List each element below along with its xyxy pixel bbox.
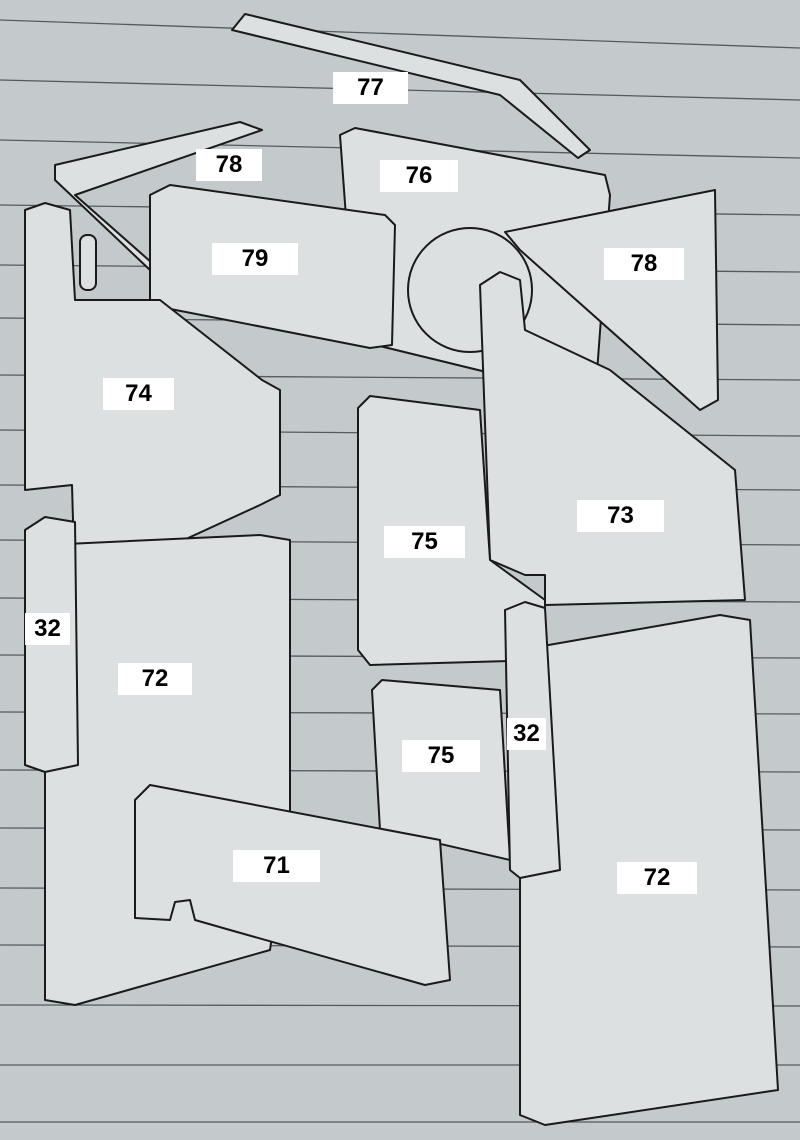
slot [79,234,97,291]
label-part-75-upper: 75 [384,526,465,558]
label-part-72-left: 72 [118,663,192,695]
label-part-78-right: 78 [604,248,684,280]
label-part-78-left: 78 [196,149,262,181]
label-part-72-right: 72 [617,862,697,894]
label-part-76: 76 [380,160,458,192]
label-part-71: 71 [233,850,320,882]
panel-71 [134,784,451,986]
label-part-77: 77 [333,72,408,104]
label-part-75-lower: 75 [402,740,480,772]
label-part-74: 74 [103,378,174,410]
panel-78-right [504,189,719,411]
label-part-32-left: 32 [25,613,70,645]
panel-73 [479,271,746,606]
panel-78-left [54,121,263,271]
label-part-79: 79 [212,243,298,275]
label-part-73: 73 [577,500,664,532]
panel-77 [231,13,591,159]
label-part-32-right: 32 [507,718,546,750]
